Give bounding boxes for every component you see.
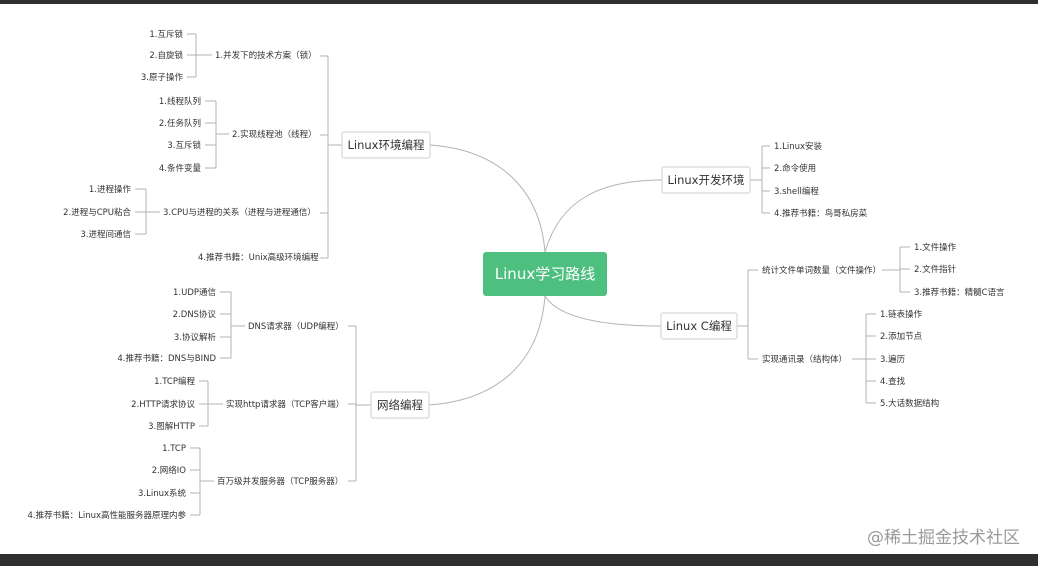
dev-item-3: 3.shell编程 (774, 186, 819, 197)
env-g2-item-1: 1.线程队列 (159, 96, 201, 107)
env-g2-item-3: 3.互斥锁 (167, 140, 201, 151)
net-trunk (348, 325, 371, 482)
net-g2-bracket (199, 380, 223, 427)
c-trunk (737, 269, 758, 360)
net-g3-item-4: 4.推荐书籍：Linux高性能服务器原理内参 (27, 510, 186, 521)
c-g2-bracket (852, 313, 876, 404)
env-g2-bracket (205, 100, 229, 169)
c-g1-bracket (882, 246, 910, 293)
branch-dev-box (661, 166, 751, 194)
curve-root-c (544, 295, 662, 327)
branch-dev[interactable]: Linux开发环境 (661, 166, 751, 194)
branch-env-label: Linux环境编程 (348, 138, 425, 152)
net-g3-item-3: 3.Linux系统 (138, 488, 187, 499)
env-g3-item-1: 1.进程操作 (89, 184, 132, 195)
c-g1-item-3: 3.推荐书籍：精髓C语言 (914, 287, 1005, 298)
branch-c[interactable]: Linux C编程 (660, 312, 738, 340)
c-group-2: 实现通讯录（结构体） (762, 354, 847, 365)
branch-env[interactable]: Linux环境编程 (341, 131, 431, 159)
env-trunk (320, 55, 342, 259)
curve-root-net (428, 295, 546, 406)
c-g2-item-1: 1.链表操作 (880, 309, 923, 320)
net-g2-item-1: 1.TCP编程 (154, 376, 195, 387)
net-g3-bracket (190, 447, 214, 516)
c-g2-item-2: 2.添加节点 (880, 331, 923, 342)
branch-net-label: 网络编程 (377, 398, 423, 412)
net-g3-item-2: 2.网络IO (152, 465, 187, 476)
branch-net-box (370, 391, 430, 419)
env-g2-item-2: 2.任务队列 (159, 118, 201, 129)
env-group-1: 1.并发下的技术方案（锁） (215, 50, 317, 61)
env-g1-item-3: 3.原子操作 (141, 72, 184, 83)
c-g2-item-4: 4.查找 (880, 376, 906, 387)
net-group-1: DNS请求器（UDP编程） (248, 321, 344, 332)
net-g1-item-1: 1.UDP通信 (173, 287, 217, 298)
dev-item-2: 2.命令使用 (774, 163, 816, 174)
net-g1-item-3: 3.协议解析 (174, 332, 217, 343)
env-g3-item-3: 3.进程间通信 (80, 229, 131, 240)
c-g2-item-3: 3.遍历 (880, 354, 906, 365)
root-node-box (483, 252, 607, 296)
connector-lines (135, 33, 910, 516)
c-g1-item-2: 2.文件指针 (914, 264, 957, 275)
branch-env-box (341, 131, 431, 159)
net-g2-item-3: 3.图解HTTP (148, 421, 195, 432)
net-g1-bracket (220, 291, 245, 359)
branch-net[interactable]: 网络编程 (370, 391, 430, 419)
env-group-2: 2.实现线程池（线程） (232, 129, 317, 140)
curve-root-env (429, 144, 546, 253)
root-node[interactable]: Linux学习路线 (483, 252, 607, 296)
env-g3-bracket (135, 188, 160, 235)
env-g1-item-2: 2.自旋锁 (149, 50, 183, 61)
net-g3-item-1: 1.TCP (162, 444, 186, 454)
env-g3-item-2: 2.进程与CPU粘合 (63, 207, 131, 218)
branch-dev-label: Linux开发环境 (668, 173, 745, 187)
env-group-4: 4.推荐书籍：Unix高级环境编程 (198, 252, 319, 263)
net-g1-item-4: 4.推荐书籍：DNS与BIND (117, 353, 216, 364)
net-group-2: 实现http请求器（TCP客户端） (226, 399, 344, 410)
net-g2-item-2: 2.HTTP请求协议 (131, 399, 195, 410)
root-node-label: Linux学习路线 (495, 265, 595, 283)
env-g1-bracket (187, 33, 212, 78)
env-group-3: 3.CPU与进程的关系（进程与进程通信） (163, 207, 316, 218)
bottom-bar (0, 554, 1038, 566)
mind-map: Linux学习路线 Linux环境编程 1.并发下的技术方案（锁） 2.实现线程… (27, 29, 1020, 548)
env-g2-item-4: 4.条件变量 (159, 163, 202, 174)
net-g1-item-2: 2.DNS协议 (173, 309, 217, 320)
dev-item-4: 4.推荐书籍：鸟哥私房菜 (774, 208, 868, 219)
c-group-1: 统计文件单词数量（文件操作） (762, 265, 881, 276)
branch-c-box (660, 312, 738, 340)
curve-root-dev (544, 179, 663, 253)
c-g2-item-5: 5.大话数据结构 (880, 398, 939, 409)
branch-c-label: Linux C编程 (666, 319, 732, 333)
watermark: @稀土掘金技术社区 (867, 528, 1020, 548)
dev-item-1: 1.Linux安装 (774, 141, 823, 152)
net-group-3: 百万级并发服务器（TCP服务器） (217, 476, 343, 487)
env-g1-item-1: 1.互斥锁 (149, 29, 183, 40)
c-g1-item-1: 1.文件操作 (914, 242, 957, 253)
dev-bracket (750, 145, 770, 214)
top-bar (0, 0, 1038, 4)
